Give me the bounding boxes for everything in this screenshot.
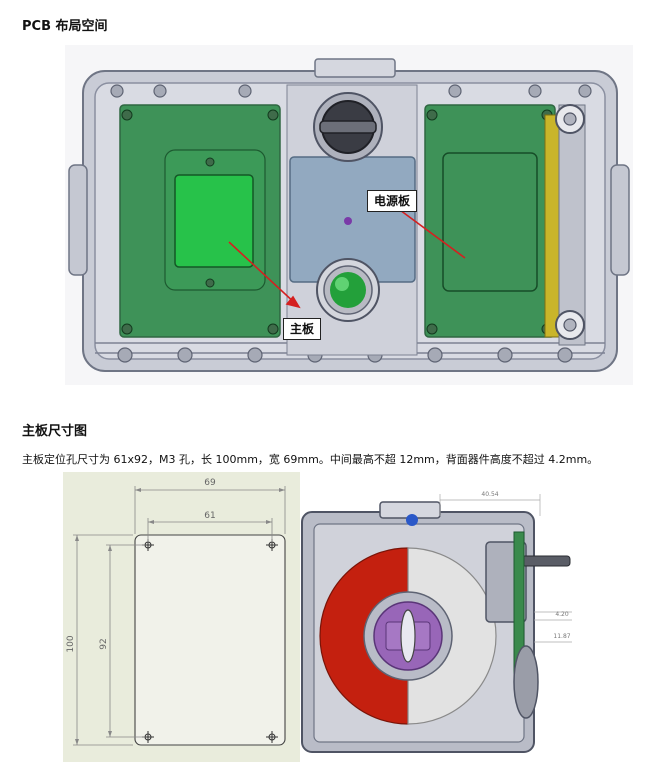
pcb-layout-render xyxy=(65,45,633,385)
dim-width-inner: 61 xyxy=(204,511,215,521)
main-board-dimension-drawing: 69 61 100 92 xyxy=(63,472,301,762)
dim-height-inner: 92 xyxy=(99,638,109,649)
dim-width-outer: 69 xyxy=(204,478,216,488)
label-main-board: 主板 xyxy=(283,318,322,340)
dim-right-2: 11.87 xyxy=(553,633,570,640)
dim-right-1: 4.20 xyxy=(555,611,569,618)
dim-height-outer: 100 xyxy=(66,635,76,652)
dimension-description: 主板定位孔尺寸为 61x92，M3 孔，长 100mm，宽 69mm。中间最高不… xyxy=(22,453,599,466)
side-view-render: 40.54 4.20 11.87 xyxy=(300,472,580,762)
section-title-main-board-dimensions: 主板尺寸图 xyxy=(22,424,88,439)
label-power-board: 电源板 xyxy=(367,190,418,212)
section-title-pcb-layout: PCB 布局空间 xyxy=(22,19,108,34)
dim-top: 40.54 xyxy=(481,491,498,498)
